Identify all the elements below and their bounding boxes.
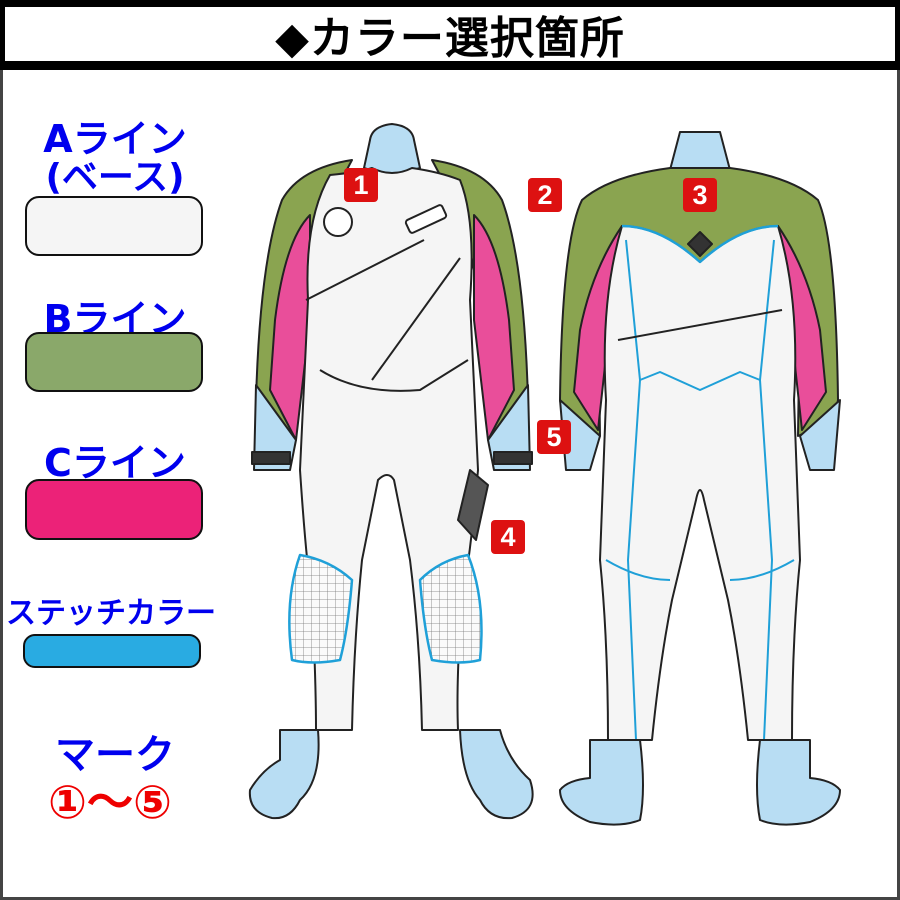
marker-4[interactable]: 4 (491, 520, 525, 554)
b-line-swatch[interactable] (25, 332, 203, 392)
a-line-label: Aライン (43, 117, 187, 161)
stitch-label: ステッチカラー (6, 596, 216, 631)
c-line-label: Cライン (44, 441, 186, 485)
c-line-swatch[interactable] (25, 479, 203, 540)
marker-3[interactable]: 3 (683, 178, 717, 212)
a-line-swatch[interactable] (25, 196, 203, 256)
a-line-sublabel: (ベース) (45, 157, 185, 198)
page-title: ◆カラー選択箇所 (275, 13, 625, 64)
header-bar: ◆カラー選択箇所 (0, 0, 900, 70)
stitch-swatch[interactable] (23, 634, 201, 668)
marker-2[interactable]: 2 (528, 178, 562, 212)
marker-5[interactable]: 5 (537, 420, 571, 454)
mark-label: マーク (55, 732, 175, 778)
marker-1[interactable]: 1 (344, 168, 378, 202)
header-box: ◆カラー選択箇所 (5, 7, 895, 64)
mark-range: ①〜⑤ (48, 775, 172, 829)
